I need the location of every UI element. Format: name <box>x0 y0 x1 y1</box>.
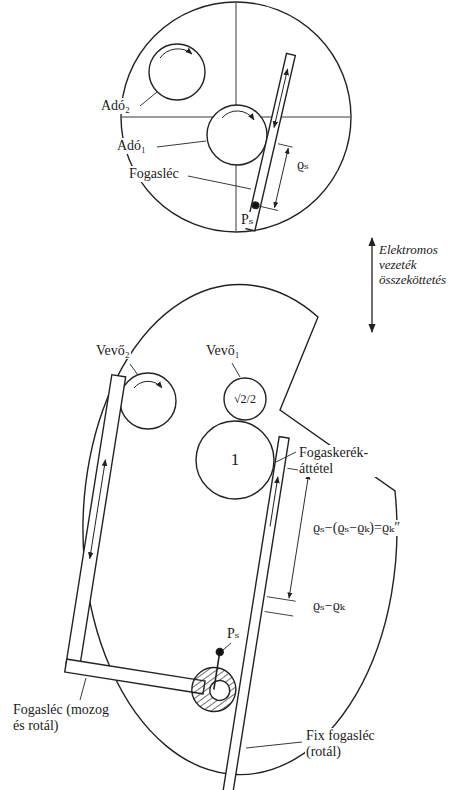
part-label: ϱₛ−ϱₖ <box>312 598 346 614</box>
part-label: Adó₁ <box>116 138 147 154</box>
eccentric <box>208 679 231 702</box>
dimension-line <box>289 474 309 598</box>
rotation-arrow <box>160 49 192 58</box>
connecting-bar <box>65 659 205 694</box>
leader-line <box>140 92 157 106</box>
rotation-arrow <box>134 381 162 388</box>
extension-line <box>267 597 296 602</box>
motion-arrow <box>270 477 278 526</box>
part-label: Fogaskerék-áttétel <box>298 445 392 477</box>
transmitter-disc <box>121 2 351 232</box>
transmitter-gear <box>149 44 205 100</box>
leader-line <box>223 643 231 650</box>
leader-line <box>232 363 240 377</box>
point-marker <box>252 201 260 209</box>
point-marker <box>216 648 224 656</box>
part-label: Adó₂ <box>100 98 131 114</box>
connection-arrow <box>371 238 372 332</box>
extension-line <box>265 612 294 617</box>
gear-ratio-label: 1 <box>231 450 240 470</box>
leader-line <box>80 678 86 700</box>
part-label: Vevő₁ <box>205 343 241 359</box>
motion-arrow <box>274 69 287 127</box>
crank-arm <box>214 652 220 690</box>
extension-line <box>278 144 293 147</box>
part-label: Pₛ <box>240 212 255 228</box>
leader-line <box>130 364 138 375</box>
leader-line <box>276 452 296 462</box>
gear-ratio-label: √2/2 <box>234 392 256 407</box>
leader-line <box>246 742 302 748</box>
dimension-line <box>275 148 289 207</box>
part-label: Fix fogasléc (rotál) <box>305 728 399 760</box>
leader-line <box>188 176 251 189</box>
rack <box>246 53 295 230</box>
part-label: ϱₛ−(ϱₛ−ϱₖ)=ϱₖ″ <box>312 520 401 536</box>
gear-circle: √2/2 <box>223 377 267 421</box>
rotation-arrow <box>222 111 254 120</box>
part-label: ϱₛ <box>296 157 310 173</box>
part-label: Fogasléc (mozog és rotál) <box>12 702 118 734</box>
part-label: Pₛ <box>226 626 241 642</box>
gear-circle: 1 <box>195 420 275 500</box>
gear-circle-shape <box>196 421 274 499</box>
motion-arrow <box>90 460 106 559</box>
part-label: Vevő₂ <box>95 343 131 359</box>
part-label: Fogasléc <box>128 166 180 182</box>
leader-line <box>157 141 206 147</box>
extension-line <box>259 206 278 210</box>
moving-rack <box>66 375 126 669</box>
transmitter-gear <box>207 105 267 165</box>
receiver-gear <box>120 373 176 429</box>
part-label: Elektromos vezeték összeköttetés <box>378 243 468 288</box>
gear-circle-shape <box>224 378 266 420</box>
